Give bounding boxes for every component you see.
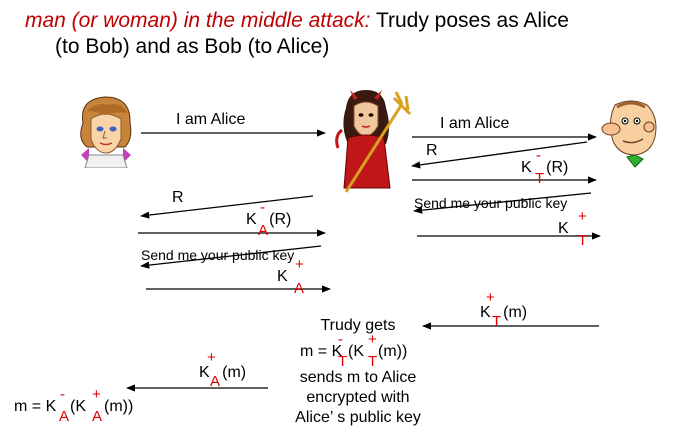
- arrow-r-right: [411, 141, 588, 169]
- title-rest-2: (to Bob) and as Bob (to Alice): [55, 35, 330, 58]
- bob-figure: [601, 100, 657, 168]
- slide-title: man (or woman) in the middle attack: Tru…: [25, 8, 569, 60]
- alice-result-sub2: A: [92, 408, 103, 425]
- ka-m-k: K: [199, 364, 210, 381]
- label-iam-right: I am Alice: [440, 115, 510, 132]
- key-ka-pub: K + A: [277, 256, 304, 297]
- trudy-note: Trudy gets m = K - T (K + T (m)) sends m…: [288, 316, 428, 428]
- kt-m-sup: +: [486, 289, 495, 306]
- trudy-note-formula: m = K - T (K + T (m)): [288, 331, 428, 370]
- ka-pub-sub: A: [294, 280, 305, 297]
- label-r-right: R: [426, 142, 438, 159]
- ka-pub-k: K: [277, 268, 288, 285]
- label-send-pk-right: Send me your public key: [414, 195, 568, 211]
- key-ka-m: K + A (m): [199, 349, 247, 390]
- ka-r-sub: A: [258, 222, 269, 239]
- alice-result-a: m = K: [14, 398, 57, 415]
- kt-r-k: K: [521, 159, 532, 176]
- trudy-formula-sup1: -: [338, 331, 343, 348]
- alice-figure: [80, 96, 132, 168]
- kt-m-sub: T: [492, 313, 502, 330]
- ka-m-sub: A: [210, 373, 221, 390]
- alice-result-b: (K: [70, 398, 86, 415]
- key-kt-r: K - T (R): [521, 147, 569, 187]
- ka-r-sup: -: [260, 199, 265, 216]
- label-r-left: R: [172, 189, 184, 206]
- trudy-note-line4: encrypted with: [306, 389, 410, 406]
- kt-pub-k: K: [558, 220, 569, 237]
- label-send-pk-left: Send me your public key: [141, 247, 295, 263]
- kt-r-sup: -: [536, 147, 541, 164]
- ka-r-k: K: [246, 211, 257, 228]
- label-iam-left: I am Alice: [176, 111, 246, 128]
- kt-m-k: K: [480, 304, 491, 321]
- alice-result-sub1: A: [59, 408, 70, 425]
- trudy-note-line5: Alice’ s public key: [295, 409, 421, 426]
- trudy-formula-c: (m)): [378, 343, 408, 360]
- arrow-send-pk-right: [413, 192, 592, 214]
- arrow-r-left: [140, 195, 314, 219]
- trudy-figure: [335, 90, 412, 193]
- arrow-send-pk-left: [140, 245, 322, 269]
- title-rest-1: Trudy poses as Alice: [370, 9, 569, 32]
- trudy-formula-sub2: T: [368, 353, 378, 370]
- kt-r-sub: T: [535, 170, 545, 187]
- trudy-formula-b: (K: [348, 343, 364, 360]
- trudy-formula-sup2: +: [368, 331, 377, 348]
- ka-m-arg: (m): [222, 364, 247, 381]
- alice-result-sup2: +: [92, 386, 101, 403]
- trudy-note-line1: Trudy gets: [320, 317, 396, 334]
- trudy-formula-sub1: T: [338, 353, 348, 370]
- kt-r-arg: (R): [546, 159, 569, 176]
- kt-pub-sub: T: [578, 232, 588, 249]
- alice-result: m = K - A (K + A (m)): [14, 386, 154, 428]
- kt-pub-sup: +: [578, 208, 587, 225]
- ka-m-sup: +: [207, 349, 216, 366]
- key-kt-m: K + T (m): [480, 289, 528, 330]
- ka-pub-sup: +: [295, 256, 304, 273]
- key-ka-r: K - A (R): [246, 199, 292, 239]
- alice-result-sup1: -: [60, 386, 65, 403]
- title-italic: man (or woman) in the middle attack:: [25, 9, 371, 32]
- kt-m-arg: (m): [503, 304, 528, 321]
- trudy-note-line3: sends m to Alice: [299, 369, 417, 386]
- key-kt-pub: K + T: [558, 208, 587, 249]
- ka-r-arg: (R): [269, 211, 292, 228]
- alice-result-c: (m)): [104, 398, 134, 415]
- trudy-formula-a: m = K: [300, 343, 343, 360]
